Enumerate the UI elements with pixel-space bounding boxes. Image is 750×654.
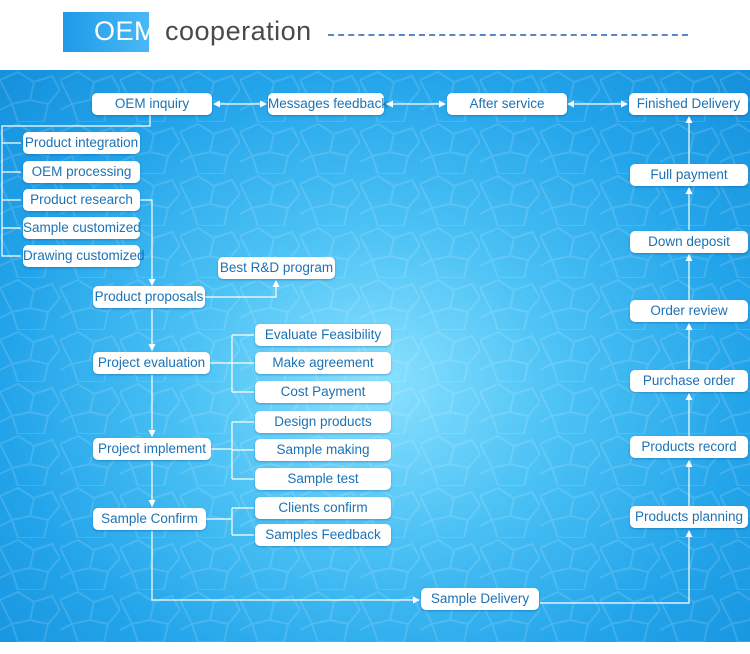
bottom-strip (0, 642, 750, 654)
node-project-evaluation: Project evaluation (93, 352, 210, 374)
node-products-planning: Products planning (630, 506, 748, 528)
title-dashed-rule (328, 34, 688, 36)
title-highlight-text: OEM (94, 16, 158, 46)
node-after-service: After service (447, 93, 567, 115)
page-title: OEM cooperation (94, 16, 312, 47)
node-evaluate-feasibility: Evaluate Feasibility (255, 324, 391, 346)
node-project-implement: Project implement (93, 438, 211, 460)
node-oem-inquiry: OEM inquiry (92, 93, 212, 115)
title-highlight-block (63, 12, 149, 52)
node-design-products: Design products (255, 411, 391, 433)
node-finished-delivery: Finished Delivery (629, 93, 748, 115)
node-best-rd-program: Best R&D program (218, 257, 335, 279)
header: OEM cooperation (0, 0, 750, 70)
bracket-inquiry-options (1, 115, 151, 257)
node-samples-feedback: Samples Feedback (255, 524, 391, 546)
node-make-agreement: Make agreement (255, 352, 391, 374)
node-purchase-order: Purchase order (630, 370, 748, 392)
node-oem-processing: OEM processing (23, 161, 140, 183)
node-messages-feedback: Messages feedback (268, 93, 388, 115)
node-sample-test: Sample test (255, 468, 391, 490)
node-drawing-customized: Drawing customized (23, 245, 145, 267)
arrow-research-proposals (140, 199, 156, 286)
node-product-research: Product research (23, 189, 140, 211)
node-cost-payment: Cost Payment (255, 381, 391, 403)
node-product-proposals: Product proposals (93, 286, 205, 308)
node-products-record: Products record (630, 436, 748, 458)
node-sample-making: Sample making (255, 439, 391, 461)
arrow-proposals-rd (205, 280, 280, 298)
node-order-review: Order review (630, 300, 748, 322)
title-rest-text: cooperation (157, 16, 312, 46)
node-product-integration: Product integration (23, 132, 140, 154)
node-clients-confirm: Clients confirm (255, 497, 391, 519)
node-sample-customized: Sample customized (23, 217, 141, 239)
arrow-confirm-delivery (151, 531, 420, 604)
node-sample-confirm: Sample Confirm (93, 508, 206, 530)
node-sample-delivery: Sample Delivery (421, 588, 539, 610)
node-full-payment: Full payment (630, 164, 748, 186)
arrow-delivery-planning (540, 530, 693, 604)
node-down-deposit: Down deposit (630, 231, 748, 253)
